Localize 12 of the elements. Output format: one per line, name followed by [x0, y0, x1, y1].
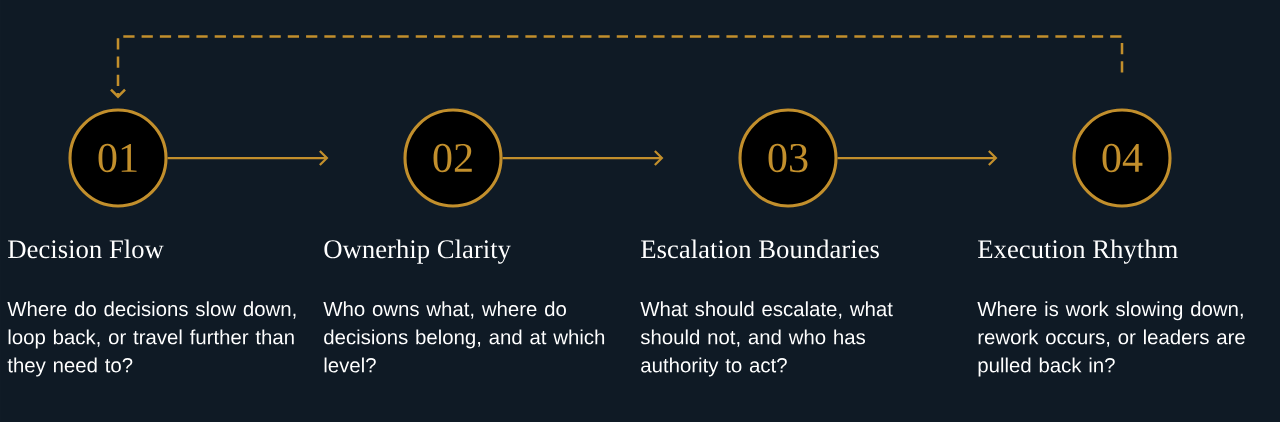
step-heading: Decision Flow: [8, 239, 164, 259]
step-heading: Execution Rhythm: [978, 239, 1178, 264]
step-description: What should escalate, what should not, and who has authority to act?: [640, 301, 893, 377]
step-heading: Ownerhip Clarity: [324, 239, 511, 264]
step-heading: Escalation Boundaries: [641, 239, 879, 259]
step-description: Who owns what, where do decisions belong, and at which level?: [323, 301, 605, 373]
arrow: [837, 150, 998, 166]
step-description: Where do decisions slow down, loop back, or travel further than they need to?: [7, 301, 296, 377]
loop-arrow: [110, 35, 1124, 99]
arrow: [502, 150, 664, 166]
arrow: [167, 150, 329, 166]
step-description: Where is work slowing down, rework occurs, or leaders are pulled back in?: [977, 301, 1245, 377]
